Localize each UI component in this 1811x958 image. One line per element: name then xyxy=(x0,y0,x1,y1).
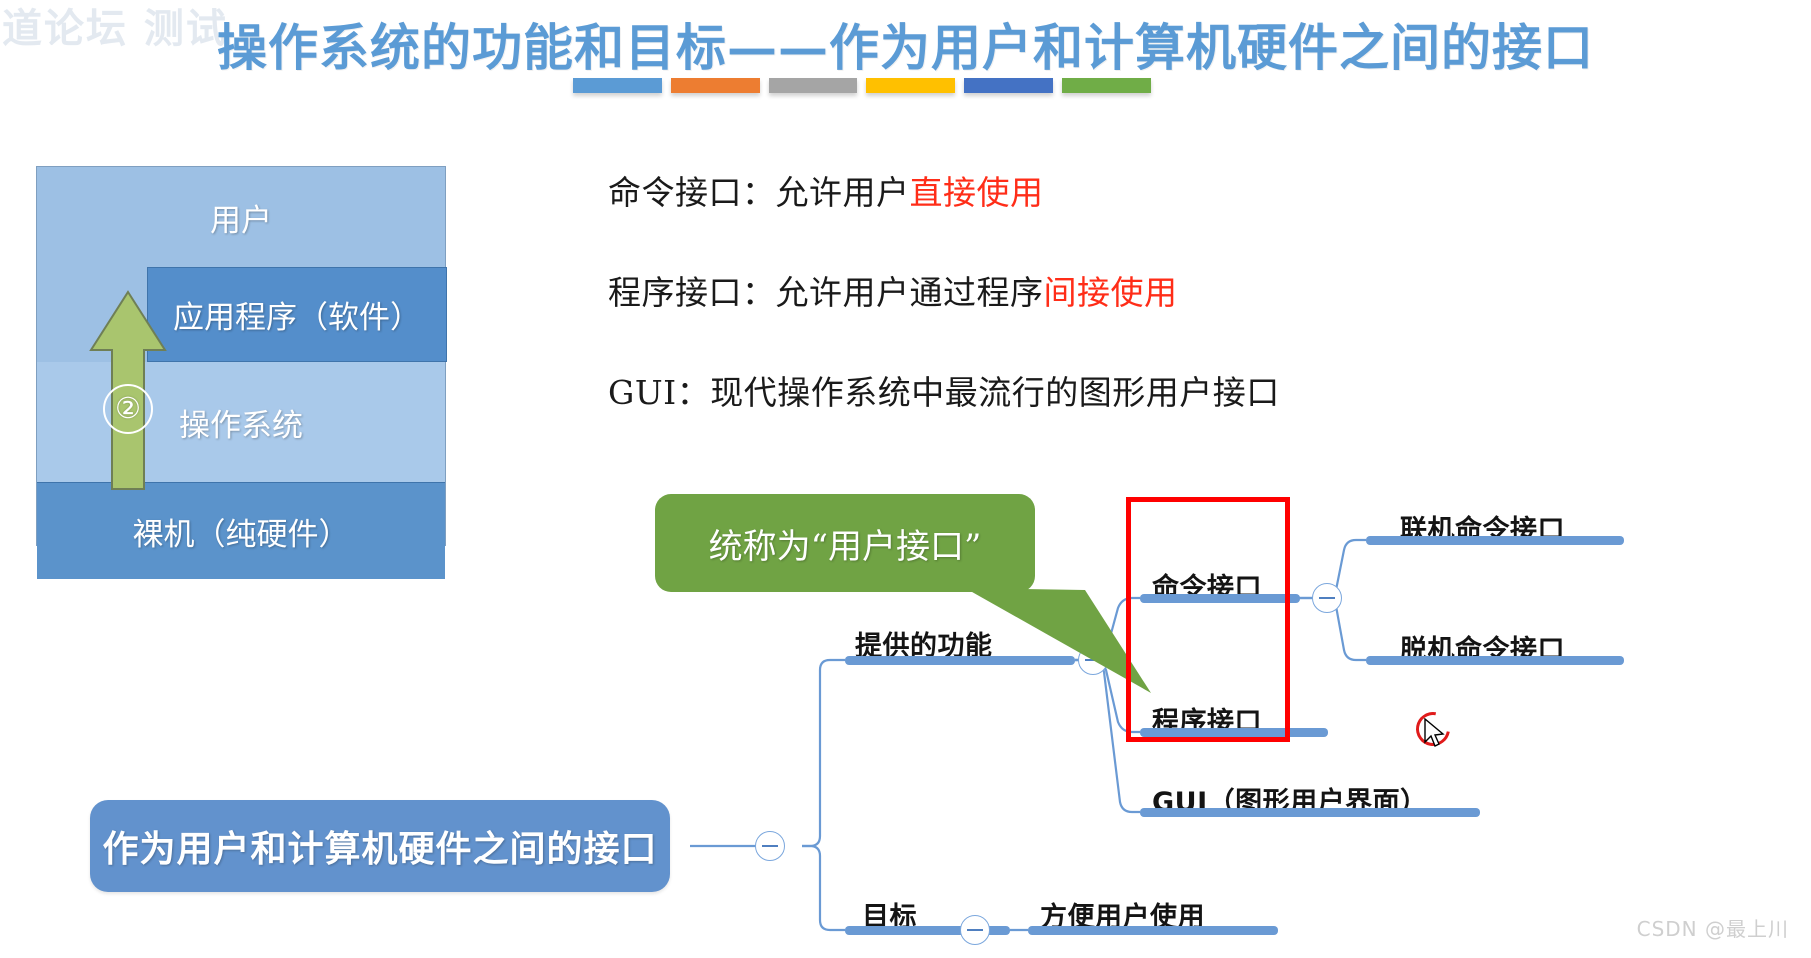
callout-tail xyxy=(965,588,1151,693)
bullet-command-interface: 命令接口：允许用户直接使用 xyxy=(608,166,1708,214)
mindmap-bar-convenient-use xyxy=(1028,926,1278,935)
layer-user-label: 用户 xyxy=(210,202,272,239)
bullet-list: 命令接口：允许用户直接使用 程序接口：允许用户通过程序间接使用 GUI：现代操作… xyxy=(608,166,1708,466)
layer-application: 应用程序（软件） xyxy=(147,267,447,362)
mindmap-bar-provided-functions xyxy=(845,656,1075,665)
mindmap-root-label: 作为用户和计算机硬件之间的接口 xyxy=(102,829,658,870)
mouse-cursor-icon xyxy=(1424,718,1445,747)
collapse-toggle-root[interactable] xyxy=(755,831,785,861)
highlight-box xyxy=(1126,497,1290,742)
layer-application-label: 应用程序（软件） xyxy=(173,300,421,336)
callout-label: 统称为“用户接口” xyxy=(708,526,982,567)
mindmap-connectors xyxy=(690,538,1366,932)
accent-bar-2 xyxy=(670,78,760,93)
mindmap-bar-command-interface xyxy=(1140,594,1300,603)
page-title: 操作系统的功能和目标——作为用户和计算机硬件之间的接口 xyxy=(217,18,1594,77)
arrow-step-number: ② xyxy=(103,384,153,434)
layer-bare-machine-label: 裸机（纯硬件） xyxy=(132,516,350,553)
mindmap-bar-program-interface xyxy=(1140,728,1328,737)
os-layer-diagram: 用户 操作系统 应用程序（软件） 裸机（纯硬件） ② xyxy=(36,166,447,579)
bullet-gui: GUI：现代操作系统中最流行的图形用户接口 xyxy=(608,366,1708,414)
bullet-program-interface-text: 程序接口：允许用户通过程序 xyxy=(608,273,1044,312)
mindmap-bar-offline-command-interface xyxy=(1366,656,1624,665)
accent-bar-5 xyxy=(964,78,1054,93)
accent-bar-3 xyxy=(768,78,858,93)
accent-bar-1 xyxy=(573,78,662,93)
title-accent-rule xyxy=(573,78,1151,96)
mindmap: 作为用户和计算机硬件之间的接口 提供的功能 命令接口 程序接口 GUI（图形用户… xyxy=(0,494,1811,958)
mindmap-bar-gui xyxy=(1140,808,1480,817)
mindmap-bar-goal xyxy=(845,926,1010,935)
bullet-program-interface-highlight: 间接使用 xyxy=(1043,273,1178,312)
layer-user: 用户 xyxy=(37,167,445,267)
mindmap-root-node[interactable]: 作为用户和计算机硬件之间的接口 xyxy=(90,800,670,892)
mindmap-bar-online-command-interface xyxy=(1366,536,1624,545)
layer-operating-system-label: 操作系统 xyxy=(179,407,303,444)
accent-bar-4 xyxy=(866,78,956,93)
watermark-top-left: 道论坛 测试 xyxy=(2,0,302,52)
watermark-bottom-right: CSDN @最上川 xyxy=(1636,917,1789,941)
bullet-gui-text: GUI：现代操作系统中最流行的图形用户接口 xyxy=(608,373,1280,412)
up-arrow-annotation: ② xyxy=(87,288,169,493)
accent-bar-6 xyxy=(1062,78,1151,93)
bullet-program-interface: 程序接口：允许用户通过程序间接使用 xyxy=(608,266,1708,314)
callout-user-interface: 统称为“用户接口” xyxy=(655,494,1035,592)
layer-bare-machine: 裸机（纯硬件） xyxy=(37,482,445,579)
bullet-command-interface-text: 命令接口：允许用户 xyxy=(608,173,910,212)
bullet-command-interface-highlight: 直接使用 xyxy=(909,173,1044,212)
layer-operating-system: 操作系统 xyxy=(37,362,445,482)
collapse-toggle-command-interface[interactable] xyxy=(1312,583,1342,613)
watermark-top-left-text: 道论坛 测试 xyxy=(2,6,228,52)
collapse-toggle-goal[interactable] xyxy=(960,915,990,945)
